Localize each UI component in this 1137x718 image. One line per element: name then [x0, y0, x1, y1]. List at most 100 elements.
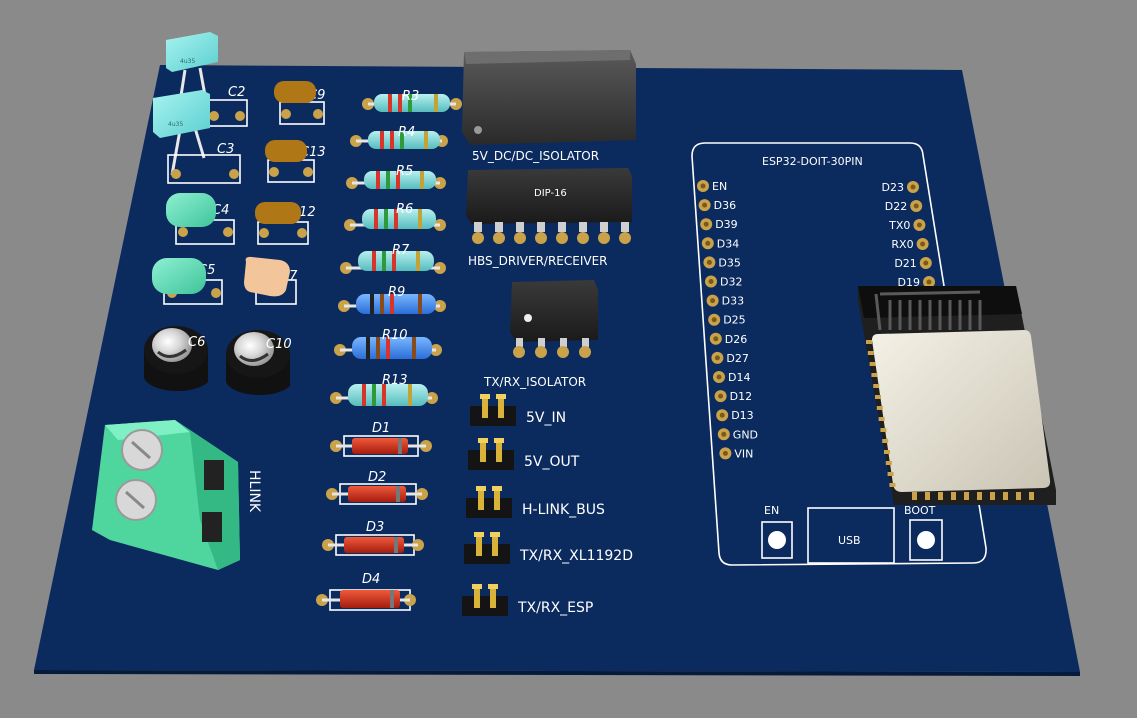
capacitor-c5: C5	[152, 258, 223, 305]
esp32-pin-label: D25	[723, 314, 745, 327]
esp32-pin-label: D22	[885, 200, 907, 213]
dip16-driver-ic: DIP-16 HBS_DRIVER/RECEIVER	[466, 168, 632, 268]
driver-label: HBS_DRIVER/RECEIVER	[468, 254, 608, 268]
pin-header-label: 5V_OUT	[524, 454, 580, 470]
diode-d3: D3	[322, 520, 424, 556]
esp32-pin-label: D23	[882, 181, 904, 194]
esp32-pin-label: RX0	[891, 238, 913, 251]
capacitor-c13: C13	[265, 140, 326, 183]
module-pad	[867, 351, 874, 355]
dip16-pins	[472, 222, 631, 244]
txrx-isolator-label: TX/RX_ISOLATOR	[483, 375, 586, 389]
r3-label: R3	[402, 89, 419, 104]
c10-label: C10	[266, 337, 292, 352]
dip-pad	[493, 232, 505, 244]
dip-pad	[598, 232, 610, 244]
dip-pin	[495, 222, 503, 232]
pin-header-label: 5V_IN	[526, 410, 566, 426]
pin-header: TX/RX_ESP	[462, 584, 593, 616]
r4-label: R4	[398, 125, 415, 140]
capacitor-c7: C7	[244, 256, 298, 305]
r7-label: R7	[392, 243, 410, 258]
capacitor-c2: C2 4u35	[153, 85, 248, 176]
module-pad	[887, 472, 894, 476]
esp32-pin-label: D27	[726, 352, 748, 365]
en-button-pad[interactable]	[768, 531, 786, 549]
esp32-pin-label: D39	[715, 218, 737, 231]
module-pad	[871, 373, 878, 377]
dip-pin	[558, 222, 566, 232]
module-pad	[1029, 492, 1034, 500]
module-pad	[885, 461, 892, 465]
module-pad	[977, 492, 982, 500]
pin-header: 5V_OUT	[468, 438, 580, 470]
resistor-r7: R7	[340, 243, 446, 274]
r6-label: R6	[396, 202, 413, 217]
c4-label: C4	[212, 203, 229, 218]
dip-pin	[537, 222, 545, 232]
esp32-pin-label: GND	[733, 428, 758, 441]
module-pad	[964, 492, 969, 500]
iso-pin	[582, 338, 589, 347]
iso-pad	[579, 346, 591, 358]
module-pad	[882, 439, 889, 443]
esp32-pin-label: D21	[894, 257, 916, 270]
capacitor-c9: C9	[274, 81, 325, 125]
esp32-pin-label: VIN	[734, 447, 753, 460]
esp32-pin-label: D26	[725, 333, 747, 346]
module-pad	[938, 492, 943, 500]
capacitor-c3: C3	[167, 142, 241, 184]
diode-d4: D4	[316, 572, 416, 611]
resistor-r5: R5	[346, 164, 446, 189]
resistor-r10: R10	[334, 328, 442, 359]
capacitor-c6: C6	[144, 326, 208, 392]
pin-headers: 5V_IN 5V_OUT H-LINK_BUS TX/RX_XL1192D TX/RX_…	[462, 394, 633, 616]
txrx-isolator-ic: TX/RX_ISOLATOR	[483, 280, 598, 389]
r13-label: R13	[382, 373, 408, 388]
svg-text:4u35: 4u35	[168, 121, 183, 128]
resistor-r9: R9	[338, 285, 446, 314]
dip-pin	[621, 222, 629, 232]
iso-pad	[557, 346, 569, 358]
esp32-pin-label: D12	[730, 390, 752, 403]
iso-pin	[538, 338, 545, 347]
dcdc-isolator-module: 5V_DC/DC_ISOLATOR	[462, 50, 636, 163]
txrx-isolator-pins	[513, 338, 591, 358]
esp32-pin-label: D19	[898, 276, 920, 289]
esp32-pin-label: D32	[720, 276, 742, 289]
en-label: EN	[764, 504, 779, 517]
dip-pin	[474, 222, 482, 232]
dip-pad	[619, 232, 631, 244]
dip-pin	[579, 222, 587, 232]
svg-text:4u35: 4u35	[180, 58, 195, 65]
resistor-r6: R6	[344, 202, 446, 231]
module-pad	[873, 384, 880, 388]
usb-label: USB	[838, 534, 861, 547]
esp32-pin-label: D33	[722, 295, 744, 308]
esp32-pin-label: D35	[718, 256, 740, 269]
dip-pad	[577, 232, 589, 244]
esp32-pin-label: D13	[731, 409, 753, 422]
esp32-pin-label: TX0	[888, 219, 910, 232]
module-pad	[990, 492, 995, 500]
pin-header-label: TX/RX_XL1192D	[519, 548, 633, 564]
c3-label: C3	[217, 142, 234, 157]
r10-label: R10	[382, 328, 408, 343]
module-pad	[912, 492, 917, 500]
pin-header-label: H-LINK_BUS	[522, 502, 605, 518]
esp32-left-pins: END36D39D34D35D32D33D25D26D27D14D12D13GN…	[697, 180, 758, 460]
diode-d2: D2	[326, 470, 428, 505]
d4-label: D4	[362, 572, 380, 587]
capacitor-c10: C10	[226, 330, 292, 396]
diode-d1: D1	[330, 421, 432, 457]
boot-button-pad[interactable]	[917, 531, 935, 549]
resistor-r4: R4	[350, 125, 448, 149]
r9-label: R9	[388, 285, 405, 300]
iso-pad	[513, 346, 525, 358]
resistor-r13: R13	[330, 373, 438, 406]
module-pad	[925, 492, 930, 500]
esp32-pin-label: D36	[714, 199, 736, 212]
pin-header: TX/RX_XL1192D	[464, 532, 633, 564]
